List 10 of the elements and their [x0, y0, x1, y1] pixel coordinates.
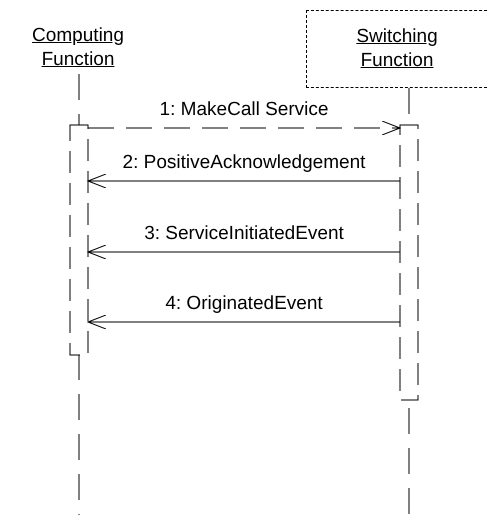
message-arrow [88, 244, 400, 260]
lifeline-header-box: Switching Function [306, 10, 487, 88]
lifeline-header: Computing Function [8, 24, 148, 74]
activation-bar [70, 124, 88, 356]
activation-bar [400, 124, 418, 400]
message-arrow [88, 120, 400, 136]
message-label: 4: OriginatedEvent [165, 293, 323, 315]
message-label: 2: PositiveAcknowledgement [122, 152, 366, 174]
message-arrow [88, 314, 400, 330]
message-arrow [88, 174, 400, 188]
